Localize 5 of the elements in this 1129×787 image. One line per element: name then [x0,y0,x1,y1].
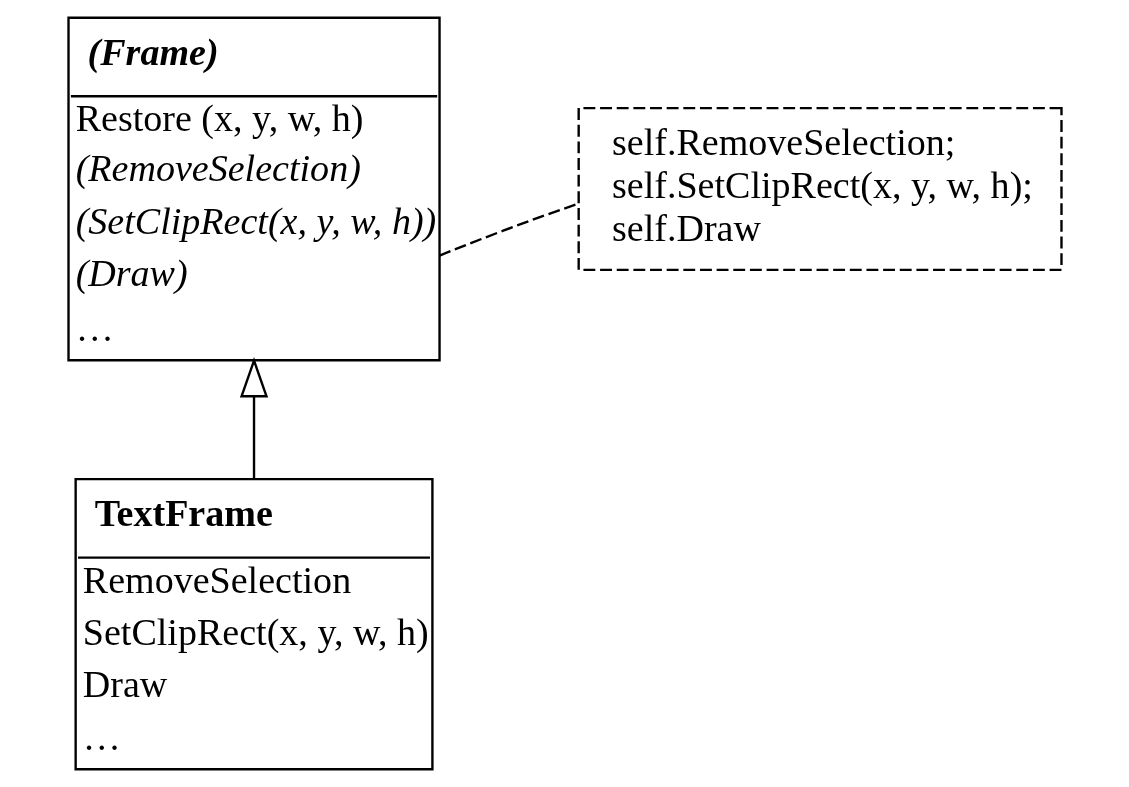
connector [438,202,578,257]
node-box: self.RemoveSelection; self.SetClipRect(x, y, w, h); self.Draw [577,106,1063,271]
node-box: (Frame) Restore (x, y, w, h) (RemoveSelection) (SetClipRect(x, y, w, h)) (Draw) … [66,16,441,362]
arrow [239,357,268,480]
node-box: TextFrame RemoveSelection SetClipRect(x, y, w, h) Draw … [73,477,434,771]
